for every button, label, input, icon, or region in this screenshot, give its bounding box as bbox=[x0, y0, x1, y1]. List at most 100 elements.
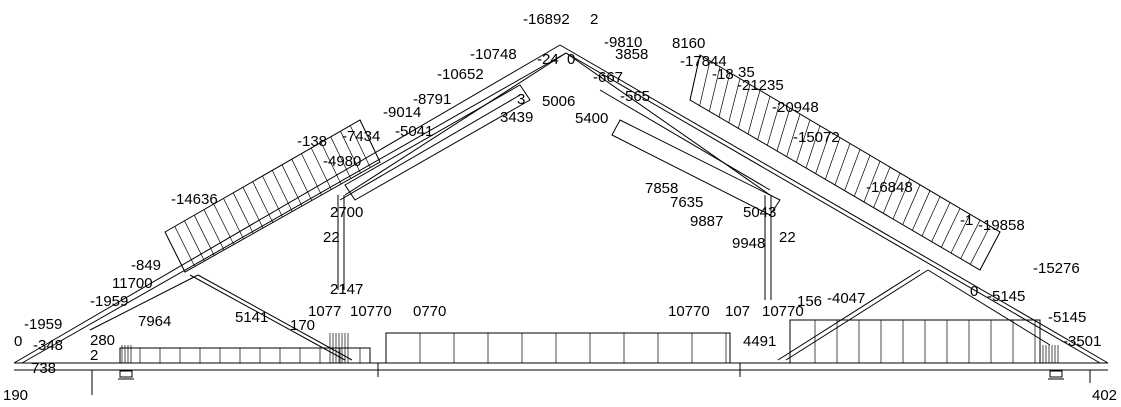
force-label: 5141 bbox=[235, 309, 268, 326]
force-label: -667 bbox=[593, 69, 623, 86]
hatch-line bbox=[979, 231, 1001, 271]
hatch-line bbox=[262, 175, 283, 218]
hatch-line bbox=[728, 78, 741, 123]
force-label: 0 bbox=[14, 333, 22, 350]
force-label: -1 bbox=[960, 212, 973, 229]
hatch-line bbox=[359, 119, 381, 163]
hatch-line bbox=[689, 54, 701, 101]
force-label: -14636 bbox=[171, 191, 218, 208]
force-label: 8160 bbox=[672, 35, 705, 52]
force-label: 9948 bbox=[732, 235, 765, 252]
force-label: 5006 bbox=[542, 93, 575, 110]
truss-members bbox=[13, 44, 1109, 377]
force-label: -9014 bbox=[383, 104, 421, 121]
hatch-line bbox=[902, 184, 921, 225]
force-label: -10748 bbox=[470, 46, 517, 63]
hatch-line bbox=[950, 214, 971, 254]
force-label: 11700 bbox=[112, 275, 153, 292]
hatch-line bbox=[805, 125, 821, 169]
force-label: 3858 bbox=[615, 46, 648, 63]
force-label: 10770 bbox=[762, 303, 804, 320]
force-label: 7858 bbox=[645, 180, 678, 197]
hatch-line bbox=[863, 161, 881, 203]
force-label: -3501 bbox=[1063, 333, 1101, 350]
hatch-line bbox=[184, 220, 205, 262]
hatch-line bbox=[776, 107, 791, 152]
hatch-line bbox=[213, 203, 235, 245]
force-label: 280 bbox=[90, 332, 115, 349]
force-label: -16892 bbox=[523, 11, 570, 28]
hatch-line bbox=[912, 190, 931, 231]
hatch-line bbox=[960, 220, 981, 259]
force-label: -1959 bbox=[24, 316, 62, 333]
force-label: -21235 bbox=[737, 77, 784, 94]
hatch-line bbox=[825, 137, 841, 180]
force-label: -5145 bbox=[1048, 309, 1086, 326]
force-label: 0 bbox=[567, 51, 575, 68]
hatch-line bbox=[921, 196, 941, 237]
hatch-line bbox=[174, 226, 196, 267]
force-label: -10652 bbox=[437, 66, 484, 83]
hatch-line bbox=[834, 143, 851, 186]
force-label: -9810 bbox=[604, 34, 642, 51]
force-label: -348 bbox=[33, 337, 63, 354]
force-label: 3 bbox=[517, 91, 525, 108]
force-label: -20948 bbox=[772, 99, 819, 116]
force-label: 1077 bbox=[308, 303, 341, 320]
hatch-line bbox=[815, 131, 831, 174]
force-label: -16848 bbox=[866, 179, 913, 196]
hatch-line bbox=[232, 192, 254, 234]
force-label: -5145 bbox=[987, 288, 1025, 305]
force-label: 2700 bbox=[330, 204, 363, 221]
hatch-line bbox=[844, 149, 861, 191]
force-label: -4047 bbox=[827, 290, 865, 307]
hatch-line bbox=[223, 198, 244, 240]
force-label: 0 bbox=[970, 283, 978, 300]
force-label: 22 bbox=[323, 229, 340, 246]
hatch-line bbox=[796, 119, 811, 163]
force-label: -24 bbox=[537, 51, 559, 68]
force-label: 190 bbox=[3, 387, 28, 404]
hatch-line bbox=[340, 131, 361, 174]
hatch-line bbox=[786, 113, 801, 157]
hatch-line bbox=[737, 84, 751, 129]
hatch-line bbox=[349, 125, 371, 168]
hatch-line bbox=[699, 60, 711, 106]
hatch-line bbox=[281, 164, 303, 207]
force-label: -19858 bbox=[978, 217, 1025, 234]
hatch-line bbox=[301, 153, 322, 196]
hatch-line bbox=[320, 142, 342, 185]
force-label: -15072 bbox=[793, 129, 840, 146]
hatch-line bbox=[766, 102, 781, 146]
hatch-line bbox=[873, 166, 891, 208]
force-label: 2 bbox=[590, 11, 598, 28]
force-label: 156 bbox=[797, 293, 822, 310]
force-label: -1959 bbox=[90, 293, 128, 310]
hatch-line bbox=[941, 208, 961, 248]
hatch-line bbox=[193, 215, 215, 256]
hatch-line bbox=[203, 209, 225, 251]
force-label: -8791 bbox=[413, 91, 451, 108]
force-label: -17844 bbox=[680, 53, 727, 70]
force-label: 0770 bbox=[413, 303, 446, 320]
hatch-line bbox=[718, 72, 731, 118]
force-label: 5400 bbox=[575, 110, 608, 127]
force-label: -15276 bbox=[1033, 260, 1080, 277]
force-label: 9887 bbox=[690, 213, 723, 230]
force-label: 170 bbox=[290, 317, 315, 334]
hatch-line bbox=[164, 231, 186, 273]
force-label: -18 bbox=[712, 66, 734, 83]
force-label: 7964 bbox=[138, 313, 171, 330]
force-labels: -16892 2 -10748 -24 0 -9810 8160 3858 -1… bbox=[3, 11, 1117, 404]
force-label: -5041 bbox=[395, 123, 433, 140]
force-label: -7434 bbox=[342, 128, 380, 145]
force-label: -4980 bbox=[323, 153, 361, 170]
hatch-line bbox=[970, 225, 991, 265]
hatch-line bbox=[854, 155, 871, 197]
force-label: 2 bbox=[90, 347, 98, 364]
supports bbox=[91, 370, 1091, 395]
force-label: 402 bbox=[1092, 387, 1117, 404]
hatch-line bbox=[708, 66, 721, 112]
hatch-line bbox=[747, 90, 761, 135]
